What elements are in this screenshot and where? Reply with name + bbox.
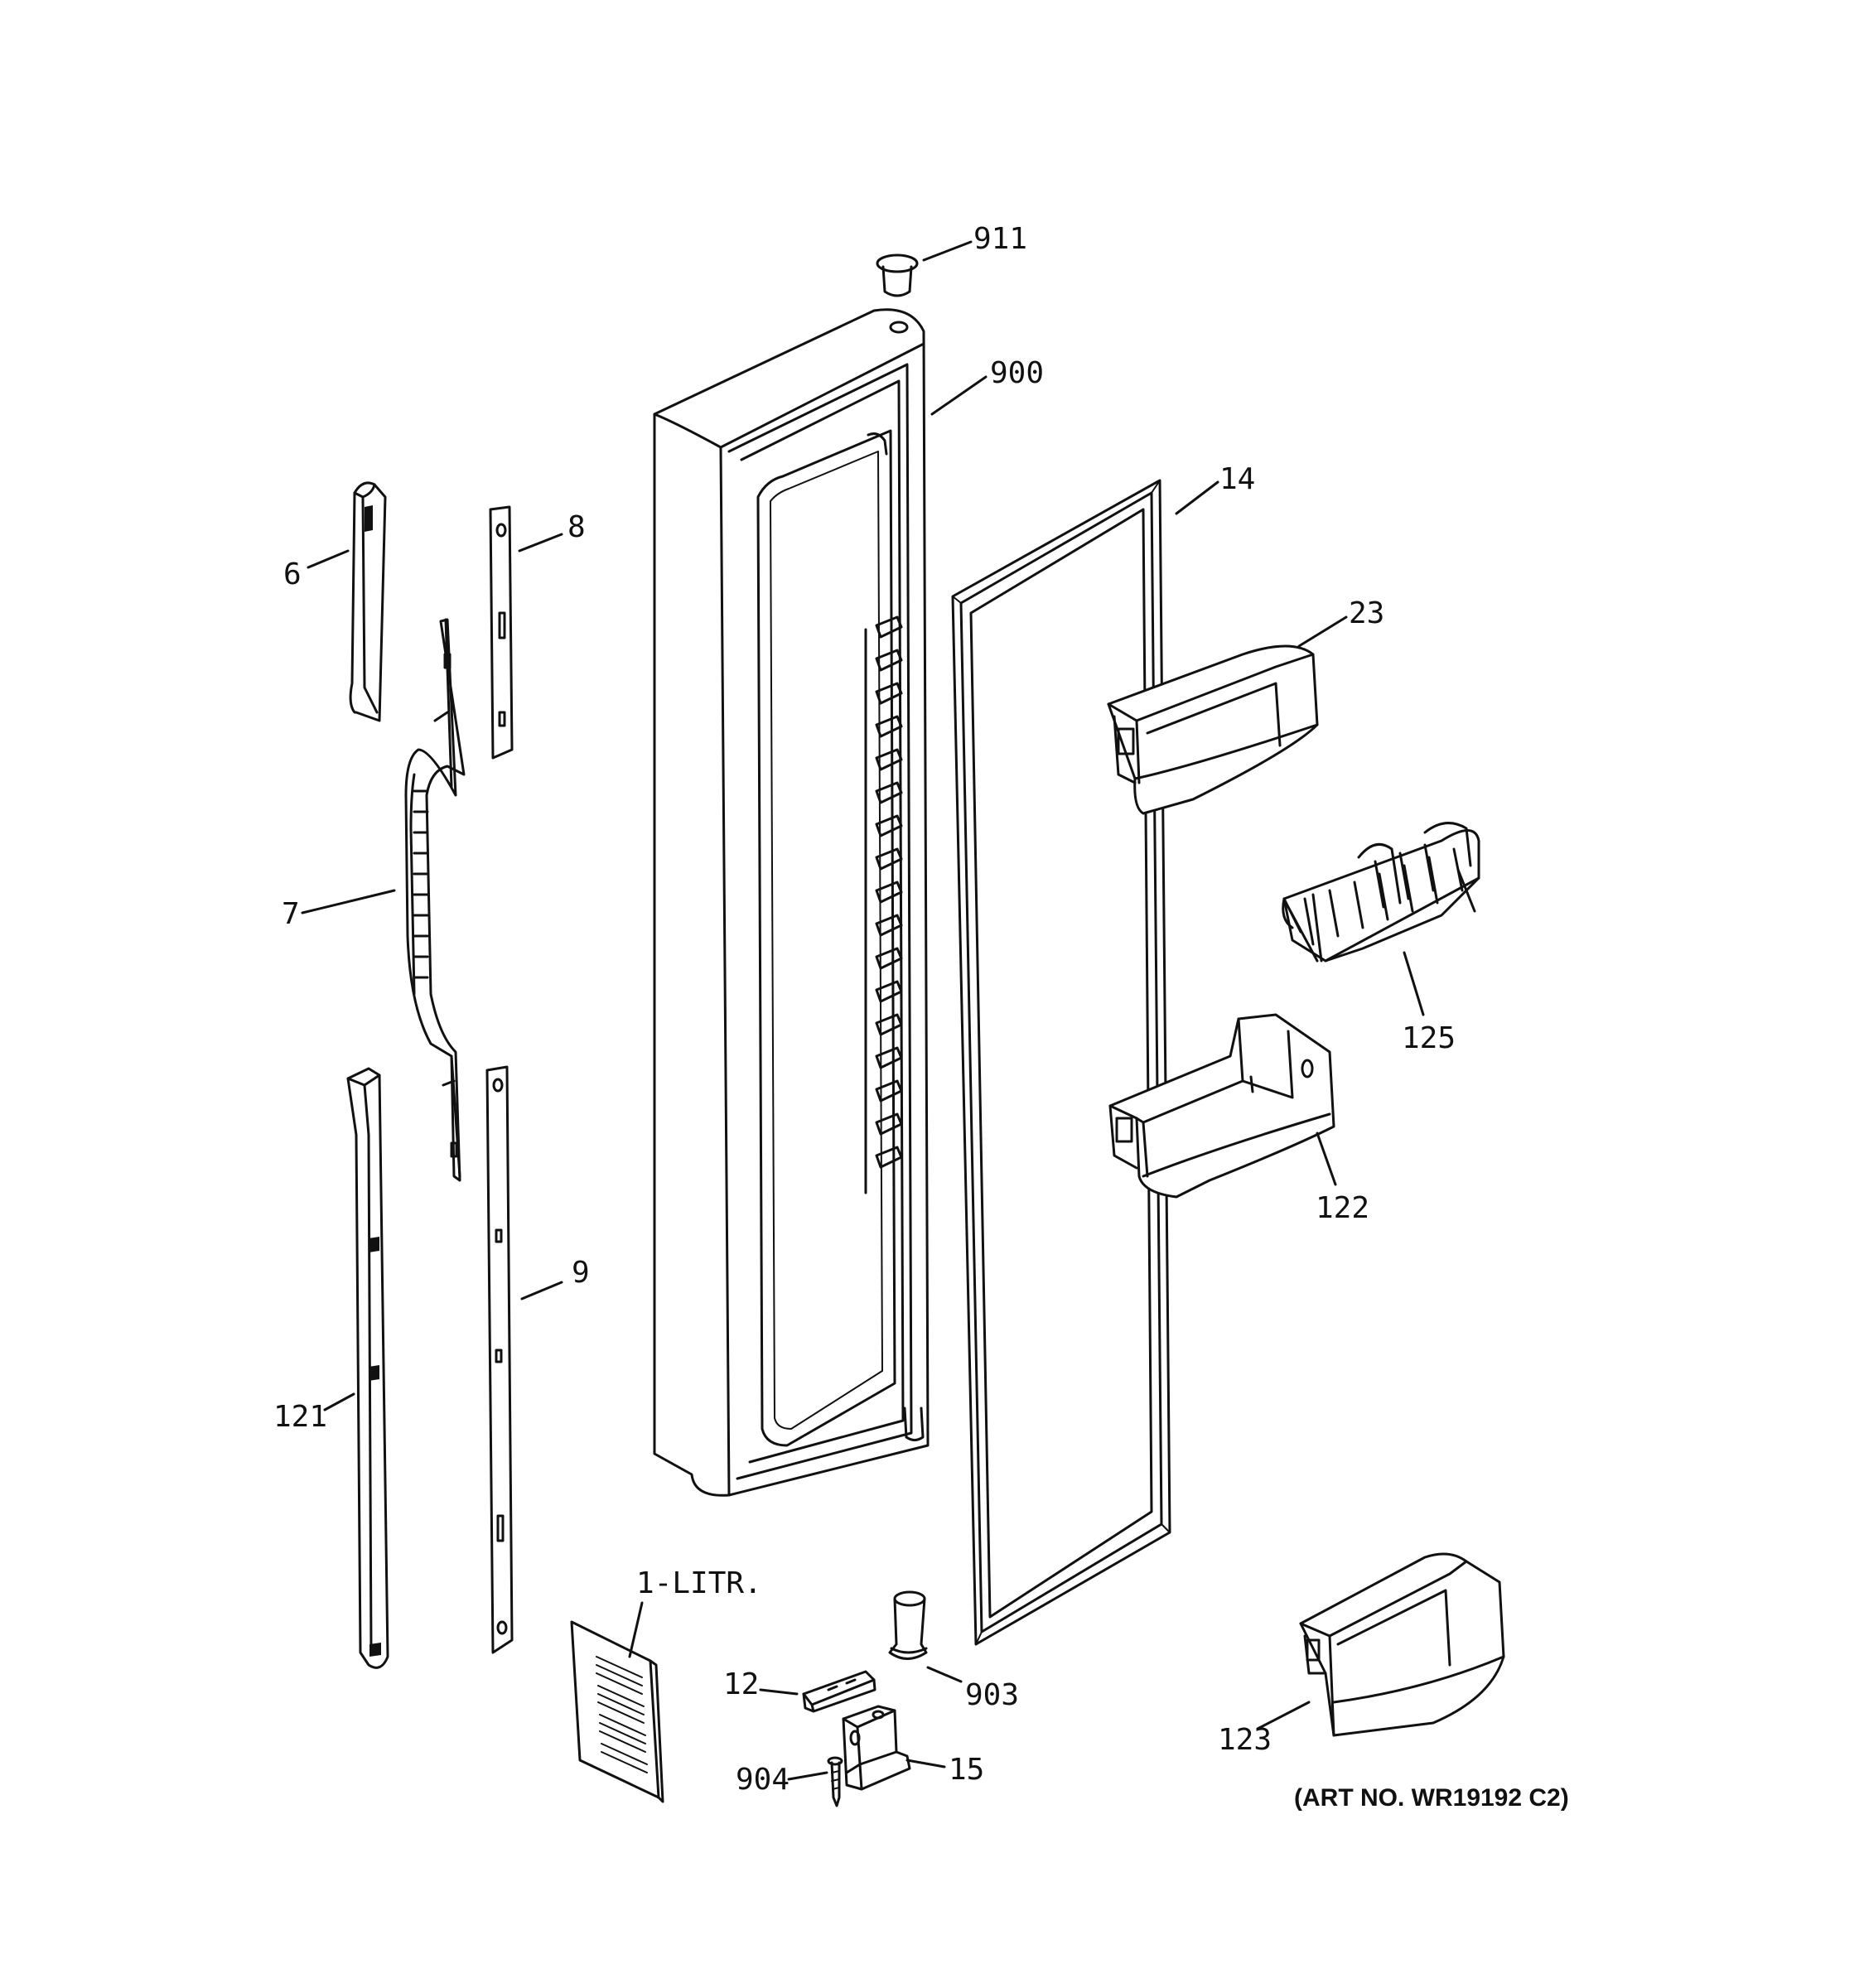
label-7: 7 xyxy=(282,897,300,931)
label-122: 122 xyxy=(1316,1191,1369,1225)
label-900: 900 xyxy=(990,356,1044,390)
label-123: 123 xyxy=(1218,1723,1272,1757)
label-911: 911 xyxy=(973,222,1027,256)
part-labels: 911 900 14 23 6 8 7 125 122 9 121 1-LITR… xyxy=(273,222,1456,1797)
label-15: 15 xyxy=(949,1753,984,1787)
part-121-handle-cap xyxy=(346,1067,389,1669)
part-1-litr-literature xyxy=(570,1620,664,1803)
label-903: 903 xyxy=(965,1678,1019,1712)
label-23: 23 xyxy=(1349,596,1384,630)
part-8-trim-strip xyxy=(489,505,514,760)
part-903-bushing xyxy=(888,1590,928,1660)
part-12-hinge-shim xyxy=(802,1670,876,1713)
part-7-handle xyxy=(404,618,466,1182)
door-shelf-ladder xyxy=(864,432,903,1194)
label-1-litr: 1-LITR. xyxy=(636,1566,762,1600)
label-9: 9 xyxy=(572,1256,590,1290)
part-122-door-bin xyxy=(1108,1013,1335,1199)
label-125: 125 xyxy=(1402,1021,1456,1055)
part-23-door-bin xyxy=(1107,644,1319,815)
art-number: (ART NO. WR19192 C2) xyxy=(1294,1784,1569,1812)
leader-lines xyxy=(301,240,1425,1781)
part-125-wire-basket xyxy=(1282,822,1480,963)
part-911-cap xyxy=(876,253,919,297)
label-12: 12 xyxy=(723,1667,759,1701)
handle-grip-ridges xyxy=(413,789,429,979)
part-15-hinge xyxy=(842,1705,911,1791)
part-900-door xyxy=(653,308,930,1497)
part-9-trim-strip xyxy=(485,1065,514,1654)
part-6-handle-cap xyxy=(349,481,387,722)
part-123-bin xyxy=(1299,1552,1505,1737)
part-904-screw xyxy=(827,1756,843,1807)
label-121: 121 xyxy=(273,1400,327,1434)
label-904: 904 xyxy=(736,1763,790,1797)
label-14: 14 xyxy=(1219,462,1255,496)
label-8: 8 xyxy=(567,510,586,544)
label-6: 6 xyxy=(283,557,302,591)
part-14-gasket xyxy=(951,479,1171,1646)
